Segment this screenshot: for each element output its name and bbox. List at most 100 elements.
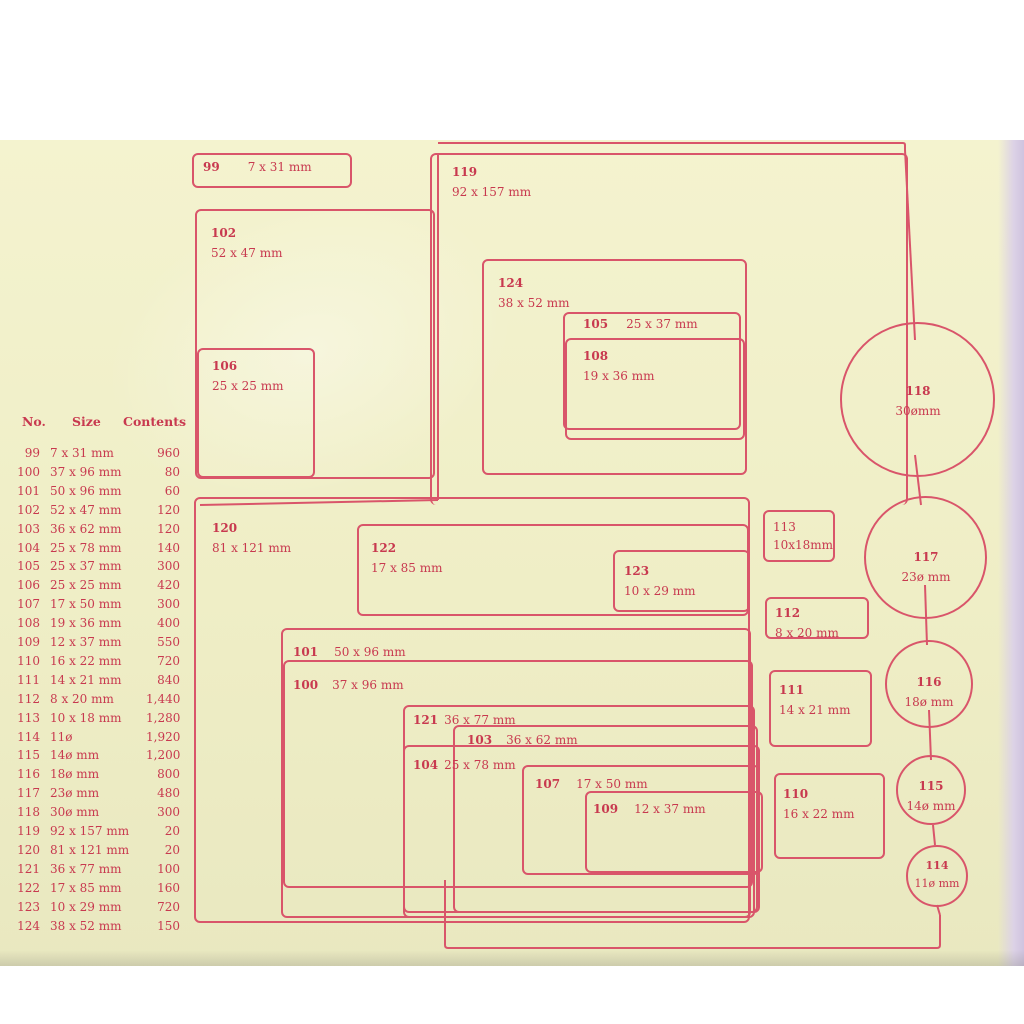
cell-size: 17 x 50 mm (50, 597, 122, 612)
cell-contents: 960 (157, 446, 180, 460)
cell-no: 100 (17, 464, 40, 479)
cell-contents: 720 (157, 899, 180, 914)
cell-contents: 1,200 (146, 748, 181, 763)
cell-size: 16 x 22 mm (50, 653, 122, 668)
label-outline-123 (613, 550, 750, 612)
cell-no: 107 (17, 597, 40, 612)
label-outline-102 (195, 209, 435, 479)
cell-size: 81 x 121 mm (50, 842, 130, 857)
cell-no: 114 (17, 729, 40, 744)
cell-size: 12 x 37 mm (50, 635, 122, 649)
cell-size: 38 x 52 mm (50, 918, 122, 933)
cell-contents: 150 (157, 918, 180, 933)
guide-bottom (444, 880, 941, 949)
cell-no: 110 (17, 653, 40, 668)
label-outline-118 (840, 322, 995, 477)
label-outline-107 (522, 765, 760, 875)
cell-contents: 80 (164, 464, 180, 479)
cell-size: 17 x 85 mm (50, 880, 122, 895)
cell-no: 101 (17, 483, 40, 498)
table-row: 107 17 x 50 mm 300 (16, 597, 186, 614)
cell-no: 112 (17, 691, 40, 706)
label-outline-99 (192, 153, 352, 188)
guide-119-top (438, 142, 906, 150)
cell-no: 105 (17, 559, 40, 574)
label-outline-116 (885, 640, 973, 728)
label-outline-106 (197, 348, 315, 478)
cell-size: 36 x 77 mm (50, 861, 122, 876)
cell-no: 109 (17, 635, 40, 649)
label-outline-109 (585, 791, 763, 873)
cell-no: 111 (17, 672, 40, 687)
cell-size: 52 x 47 mm (50, 502, 122, 517)
guide-120-top (199, 499, 439, 506)
cell-contents: 800 (157, 767, 180, 782)
cell-size: 30ø mm (50, 805, 100, 820)
cell-contents: 300 (157, 805, 180, 820)
cell-no: 119 (17, 824, 40, 838)
table-row: 124 38 x 52 mm 150 (16, 919, 186, 936)
cell-contents: 120 (157, 502, 180, 517)
header-no: No. (22, 414, 46, 429)
header-size: Size (72, 414, 101, 429)
cell-size: 10 x 18 mm (50, 710, 122, 725)
cell-contents: 420 (157, 578, 180, 593)
cell-contents: 20 (164, 842, 180, 857)
cell-no: 104 (17, 540, 40, 555)
cell-size: 18ø mm (50, 767, 100, 782)
cell-no: 106 (17, 578, 40, 593)
cell-no: 124 (17, 918, 40, 933)
label-outline-117 (864, 496, 987, 619)
cell-contents: 300 (157, 559, 180, 574)
cell-contents: 140 (157, 540, 180, 555)
cell-size: 14 x 21 mm (50, 672, 122, 687)
cell-no: 103 (17, 521, 40, 536)
cell-no: 117 (17, 786, 40, 801)
cell-contents: 300 (157, 597, 180, 612)
cell-contents: 1,920 (146, 729, 181, 744)
cell-no: 121 (17, 861, 40, 876)
table-row: 105 25 x 37 mm 300 (16, 559, 186, 576)
cell-no: 122 (17, 880, 40, 895)
label-outline-108 (565, 338, 745, 440)
cell-size: 37 x 96 mm (50, 464, 122, 479)
header-contents: Contents (123, 414, 187, 429)
cell-no: 116 (17, 767, 40, 782)
cell-contents: 120 (157, 521, 180, 536)
cell-no: 99 (24, 446, 40, 460)
cell-size: 50 x 96 mm (50, 483, 122, 498)
table-row: 100 37 x 96 mm 80 (16, 465, 186, 482)
cell-size: 25 x 37 mm (50, 559, 122, 574)
cell-no: 115 (17, 748, 40, 763)
packaging-edge (998, 140, 1024, 966)
label-outline-111 (769, 670, 872, 747)
